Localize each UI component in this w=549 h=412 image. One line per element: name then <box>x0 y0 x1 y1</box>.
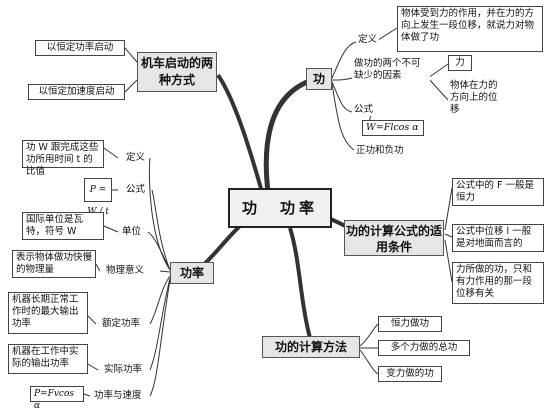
power-formula-text: P = W / t <box>84 178 112 217</box>
calc-method-node: 功的计算方法 <box>262 336 360 358</box>
power-definition-label: 定义 <box>124 152 148 164</box>
engine-opt2: 以恒定加速度启动 <box>28 84 125 100</box>
calc-method-1: 恒力做功 <box>378 316 442 332</box>
work-definition-text: 物体受到力的作用，并在力的方向上发生一段位移，就说力对物体做了功 <box>397 6 543 52</box>
power-speed-label: 功率与速度 <box>92 390 144 402</box>
power-definition-text: 功 W 跟完成这些功所用时间 t 的比值 <box>22 140 104 177</box>
power-meaning-text: 表示物体做功快慢的物理量 <box>12 250 96 278</box>
calc-method-3: 变力做的功 <box>378 366 442 382</box>
power-rated-text: 机器长期正常工作时的最大输出功率 <box>8 292 88 334</box>
calc-formula-cond3: 力所做的功，只和有力作用的那一段位移有关 <box>452 262 544 304</box>
power-meaning-label: 物理意义 <box>104 265 147 277</box>
work-factors-label: 做功的两个不可缺少的因素 <box>352 58 430 82</box>
work-formula-label: 公式 <box>352 104 376 116</box>
work-pos-neg: 正功和负功 <box>354 145 406 157</box>
calc-formula-cond2: 公式中位移 l 一般是对地面而言的 <box>452 224 544 252</box>
calc-method-2: 多个力做的总功 <box>378 340 470 356</box>
power-node: 功率 <box>170 262 214 284</box>
calc-formula-node: 功的计算公式的适用条件 <box>344 220 444 256</box>
power-unit-text: 国际单位是瓦特，符号 W <box>22 212 104 240</box>
work-node: 功 <box>306 68 332 90</box>
branch-engine <box>216 73 264 193</box>
calc-formula-cond1: 公式中的 F 一般是恒力 <box>452 178 544 206</box>
power-formula-label: 公式 <box>124 184 148 196</box>
power-rated-label: 额定功率 <box>100 318 143 330</box>
center-node: 功 功率 <box>228 188 332 228</box>
power-actual-label: 实际功率 <box>102 364 145 376</box>
branch-work <box>263 77 313 193</box>
engine-node: 机车启动的两种方式 <box>137 52 217 92</box>
power-actual-text: 机器在工作中实际的输出功率 <box>8 344 88 374</box>
power-speed-formula: P=Fvcos α <box>30 386 84 411</box>
work-factor-force: 力 <box>448 55 472 71</box>
branch-calc-method <box>288 227 312 339</box>
power-unit-label: 单位 <box>120 226 144 238</box>
work-formula-text: W=Flcos α <box>362 120 424 136</box>
work-factor-displacement: 物体在力的方向上的位移 <box>448 80 506 116</box>
engine-opt1: 以恒定功率启动 <box>35 40 125 56</box>
work-definition-label: 定义 <box>356 34 380 46</box>
